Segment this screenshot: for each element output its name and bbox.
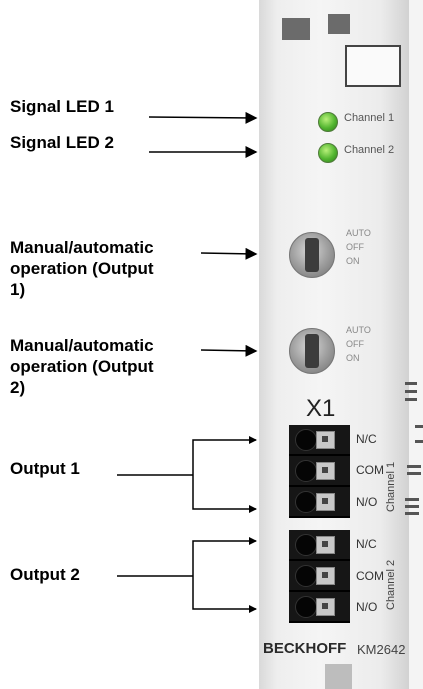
edge-tick [415, 440, 423, 443]
switch-1-auto-label: AUTO [346, 228, 371, 238]
switch-2-auto-label: AUTO [346, 325, 371, 335]
channel-1-led [318, 112, 338, 132]
arrowhead-output-1-bottom [249, 505, 257, 513]
channel-2-led-label: Channel 2 [344, 144, 395, 156]
edge-tick [405, 498, 419, 501]
edge-tick [405, 512, 419, 515]
terminal-ch1-nc[interactable] [289, 425, 350, 456]
connector-label: X1 [306, 395, 336, 422]
release-latch [345, 45, 401, 87]
callout-line: operation (Output [10, 259, 154, 278]
terminal-clamp [316, 598, 335, 616]
terminal-label: COM [356, 463, 384, 477]
mode-switch-output-2[interactable] [289, 328, 335, 374]
switch-1-on-label: ON [346, 256, 360, 266]
switch-2-off-label: OFF [346, 339, 364, 349]
callout-output-1: Output 1 [10, 459, 80, 478]
edge-tick [405, 390, 417, 393]
arrowhead-output-2-bottom [249, 605, 257, 613]
module-foot [325, 664, 352, 689]
channel-1-led-label: Channel 1 [344, 112, 395, 124]
callout-signal-led-2: Signal LED 2 [10, 133, 114, 152]
edge-tick [405, 382, 417, 385]
switch-1-off-label: OFF [346, 242, 364, 252]
brand-logo: BECKHOFF [263, 640, 347, 657]
arrowhead-output-1-top [249, 436, 257, 444]
switch-2-positions: AUTO OFF ON [346, 323, 371, 365]
callout-manual-output-2: Manual/automatic operation (Output 2) [10, 335, 154, 398]
terminal-ch1-com[interactable] [289, 456, 350, 487]
terminal-clamp [316, 431, 335, 449]
arrowhead-output-2-top [249, 537, 257, 545]
module-side-edge [409, 0, 423, 689]
arrow-signal-led-1 [148, 111, 258, 124]
terminal-clamp [316, 462, 335, 480]
edge-tick [407, 472, 421, 475]
switch-knob [305, 334, 319, 368]
mode-switch-output-1[interactable] [289, 232, 335, 278]
terminal-label: N/C [356, 432, 377, 446]
callout-output-2: Output 2 [10, 565, 80, 584]
terminal-clamp [316, 493, 335, 511]
bracket-output-1 [192, 439, 256, 510]
switch-2-on-label: ON [346, 353, 360, 363]
callout-line: 2) [10, 378, 26, 397]
switch-1-positions: AUTO OFF ON [346, 226, 371, 268]
callout-signal-led-1: Signal LED 1 [10, 97, 114, 116]
terminal-ch2-nc[interactable] [289, 530, 350, 561]
callout-line: Manual/automatic [10, 238, 154, 257]
terminal-ch1-no[interactable] [289, 487, 350, 518]
terminal-ch2-no[interactable] [289, 592, 350, 623]
channel-2-led [318, 143, 338, 163]
callout-line: 1) [10, 280, 26, 299]
callout-line: Manual/automatic [10, 336, 154, 355]
edge-tick [407, 465, 421, 468]
terminal-label: COM [356, 569, 384, 583]
terminal-clamp [316, 536, 335, 554]
edge-tick [405, 398, 417, 401]
callout-line: operation (Output [10, 357, 154, 376]
edge-tick [405, 505, 419, 508]
arrow-manual-output-2 [200, 344, 258, 357]
terminal-label: N/C [356, 537, 377, 551]
terminal-ch2-com[interactable] [289, 561, 350, 592]
terminal-clamp [316, 567, 335, 585]
terminal-label: N/O [356, 600, 378, 614]
edge-tick [415, 425, 423, 428]
arrow-manual-output-1 [200, 247, 258, 260]
top-housing-block-right [328, 14, 350, 34]
callout-manual-output-1: Manual/automatic operation (Output 1) [10, 237, 154, 300]
model-number: KM2642 [357, 642, 406, 657]
top-housing-block-left [282, 18, 310, 40]
bracket-output-2 [192, 540, 256, 610]
switch-knob [305, 238, 319, 272]
terminal-label: N/O [356, 495, 378, 509]
